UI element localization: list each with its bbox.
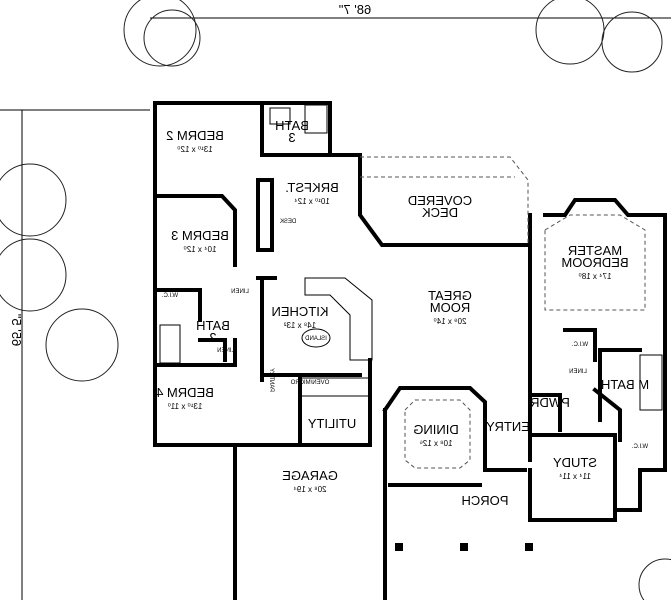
- room-label-bath2: BATH: [196, 318, 230, 333]
- fixture-label-linen3: LINEN: [569, 369, 587, 375]
- room-label-bath2: 2: [209, 330, 216, 345]
- property-lines: [0, 17, 671, 600]
- fixture-label-linen2: LINEN: [217, 348, 235, 354]
- room-size-bedrm2: 13¹⁰ x 12⁰: [177, 145, 212, 154]
- room-size-bedrm3: 10⁴ x 12⁰: [184, 245, 217, 254]
- room-label-bath3: BATH: [275, 118, 309, 133]
- fixture-label-island: ISLAND: [305, 336, 327, 342]
- room-size-master: 17⁴ x 18⁰: [579, 272, 612, 281]
- room-size-garage: 20⁸ x 19⁴: [293, 485, 327, 494]
- walls: [153, 101, 667, 600]
- room-label-bedrm3: BEDRM 3: [171, 228, 229, 243]
- room-label-great: ROOM: [430, 300, 470, 315]
- fixture-label-wic3: W.I.C.: [632, 444, 649, 450]
- porch-columns: [395, 543, 533, 551]
- kitchen-counters: [159, 104, 663, 411]
- room-label-pwdr: PWDR: [530, 395, 570, 410]
- room-label-master: BEDROOM: [561, 255, 628, 270]
- fixture-label-wic1: W.I.C.: [162, 293, 179, 299]
- room-size-bedrm4: 13¹⁰ x 11⁰: [168, 402, 203, 411]
- room-label-bath3: 3: [288, 130, 295, 145]
- room-size-study: 11⁴ x 11⁴: [558, 472, 590, 481]
- room-label-deck: COVERED: [408, 193, 472, 208]
- room-size-dining: 10⁸ x 12⁶: [420, 439, 453, 448]
- dining-ceiling: [404, 214, 646, 469]
- room-label-bedrm2: BEDRM 2: [166, 128, 224, 143]
- room-label-mbath: M BATH: [601, 377, 649, 392]
- covered-deck-outline: [360, 156, 529, 245]
- fixture-label-desk: DESK: [280, 219, 296, 225]
- depth-dimension: 65' 5": [9, 313, 24, 346]
- fixture-label-oven: OVEN/MICRO: [290, 380, 329, 386]
- room-label-utility: UTILITY: [307, 416, 356, 431]
- room-size-great: 20⁹ x 14⁰: [434, 317, 467, 326]
- fixture-label-wic2: W.I.C.: [572, 342, 589, 348]
- room-label-bedrm4: BEDRM 4: [156, 385, 214, 400]
- room-label-garage: GARAGE: [282, 468, 338, 483]
- fixture-label-linen1: LINEN: [231, 289, 249, 295]
- room-label-dining: DINING: [413, 422, 459, 437]
- room-label-great: GREAT: [428, 288, 472, 303]
- fixture-label-pantry: PANTRY: [268, 368, 274, 392]
- room-label-brkfst: BRKFST.: [285, 180, 338, 195]
- room-size-brkfst: 10¹⁰ x 12⁴: [294, 197, 330, 206]
- room-size-kitchen: 14⁸ x 13²: [284, 321, 317, 330]
- room-label-master: MASTER: [568, 243, 622, 258]
- width-dimension: 68' 7": [338, 2, 371, 17]
- room-label-entry: ENTRY: [486, 419, 530, 434]
- room-label-kitchen: KITCHEN: [271, 304, 328, 319]
- room-label-study: STUDY: [553, 455, 597, 470]
- room-label-deck: DECK: [422, 205, 458, 220]
- room-label-porch: PORCH: [462, 493, 509, 508]
